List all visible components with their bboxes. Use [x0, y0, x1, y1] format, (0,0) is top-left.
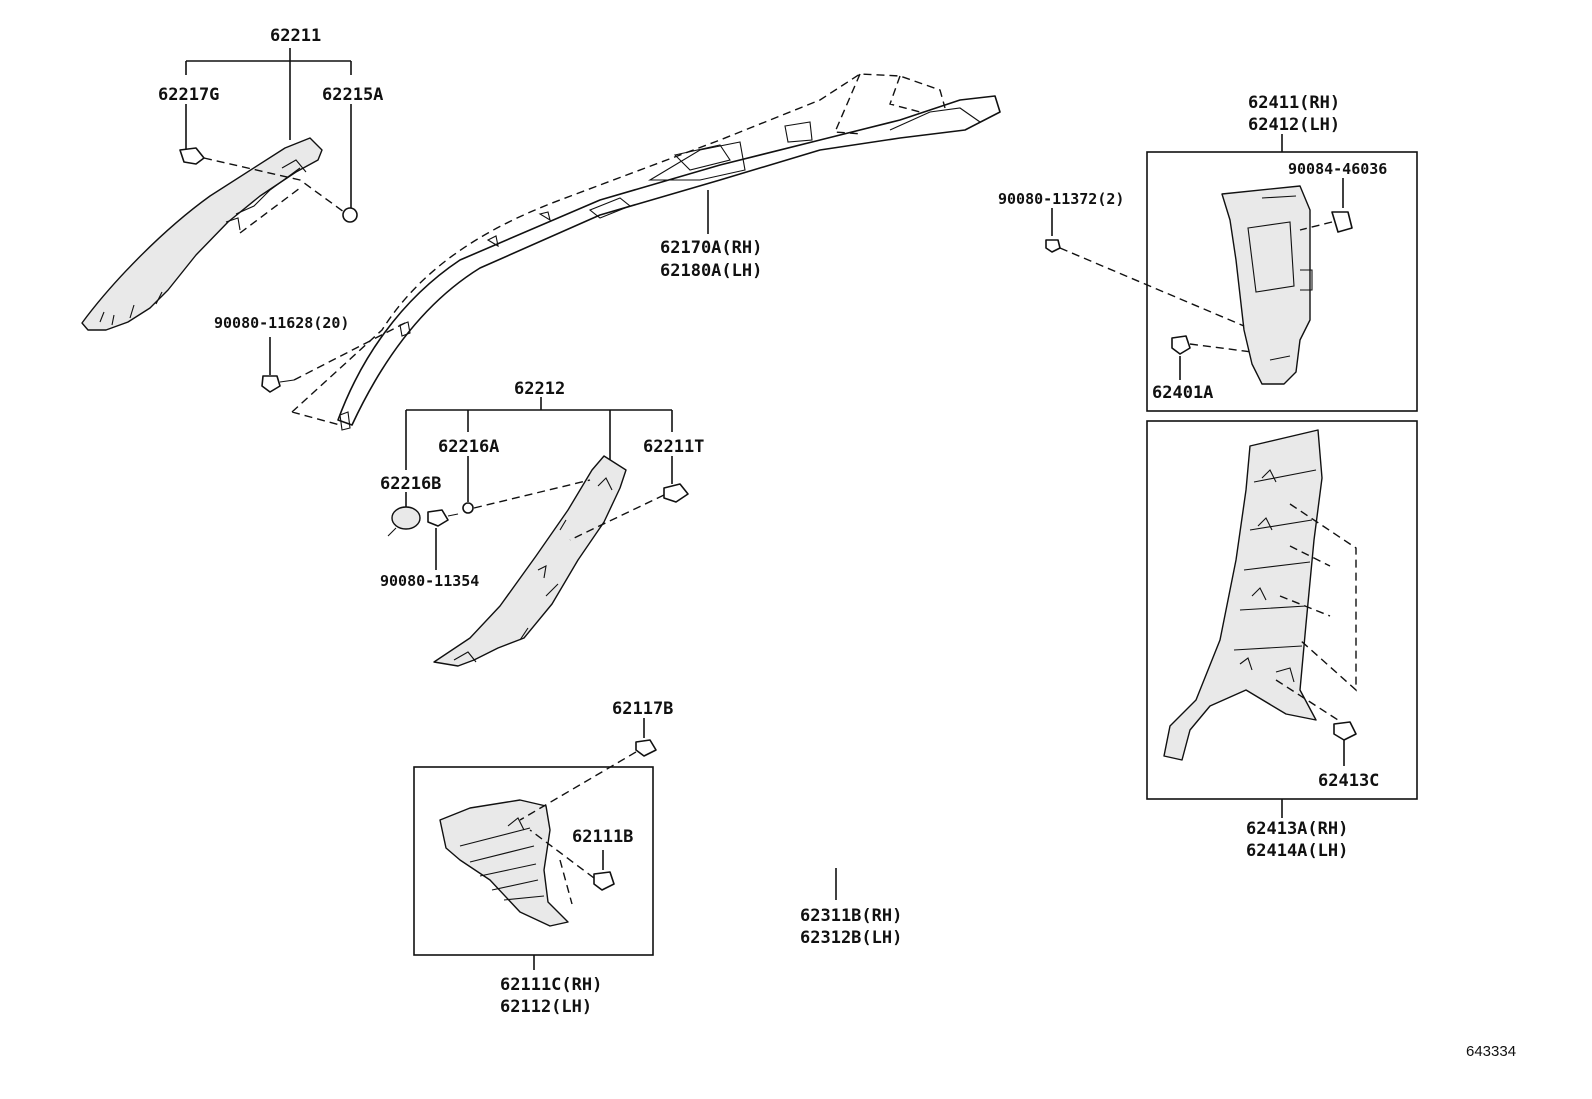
b-pillar-lower-part [1163, 429, 1323, 761]
label-62216a: 62216A [438, 437, 499, 457]
clip-62111b-part [593, 871, 615, 891]
label-90084-46036: 90084-46036 [1288, 160, 1387, 178]
label-62312b: 62312B(LH) [800, 928, 902, 948]
label-62211: 62211 [270, 26, 321, 46]
label-90080-11372: 90080-11372(2) [998, 190, 1124, 208]
label-62217g: 62217G [158, 85, 219, 105]
door-weatherstrip-group [688, 355, 1016, 900]
label-90080-11354: 90080-11354 [380, 572, 479, 590]
label-62412: 62412(LH) [1248, 115, 1340, 135]
label-62117b: 62117B [612, 699, 673, 719]
label-90080-11628: 90080-11628(20) [214, 314, 349, 332]
clip-62215a-part [342, 207, 358, 223]
a-pillar-lower-trim-group [387, 397, 689, 667]
clip-62117b-part [635, 739, 657, 757]
cowl-side-trim-group [413, 718, 657, 970]
bolt-90080-11372 [1045, 208, 1245, 327]
b-pillar-lower-group [1146, 420, 1418, 818]
a-pillar-lower-trim-part [433, 455, 627, 667]
label-62215a: 62215A [322, 85, 383, 105]
bolt-90080-11628 [261, 322, 406, 393]
clip-62217g-part [179, 147, 205, 165]
label-62211t: 62211T [643, 437, 704, 457]
door-weatherstrip-part [689, 356, 1015, 890]
a-pillar-upper-trim-group [81, 48, 358, 331]
clip-62211t-part [663, 483, 689, 503]
cap-62216b-part [391, 506, 421, 530]
curtain-airbag-part [337, 95, 1001, 426]
label-62111c: 62111C(RH) [500, 975, 602, 995]
b-pillar-upper-box [1146, 151, 1418, 412]
label-62401a: 62401A [1152, 383, 1213, 403]
label-62311b: 62311B(RH) [800, 906, 902, 926]
a-pillar-trim-part [81, 137, 323, 331]
label-62413c: 62413C [1318, 771, 1379, 791]
b-pillar-upper-group [1146, 134, 1418, 412]
label-62111b: 62111B [572, 827, 633, 847]
screw-90080-11354-part [427, 509, 449, 527]
label-62414a: 62414A(LH) [1246, 841, 1348, 861]
label-62216b: 62216B [380, 474, 441, 494]
label-62180a: 62180A(LH) [660, 261, 762, 281]
b-pillar-upper-part [1221, 185, 1311, 385]
label-62411: 62411(RH) [1248, 93, 1340, 113]
label-62413a: 62413A(RH) [1246, 819, 1348, 839]
label-62112: 62112(LH) [500, 997, 592, 1017]
part-labels: 62211 62217G 62215A 90080-11628(20) 6217… [158, 26, 1516, 1060]
label-62170a: 62170A(RH) [660, 238, 762, 258]
label-62212: 62212 [514, 379, 565, 399]
cowl-side-trim-part [439, 799, 569, 927]
curtain-airbag-group [291, 73, 1001, 431]
diagram-reference-number: 643334 [1466, 1043, 1516, 1060]
